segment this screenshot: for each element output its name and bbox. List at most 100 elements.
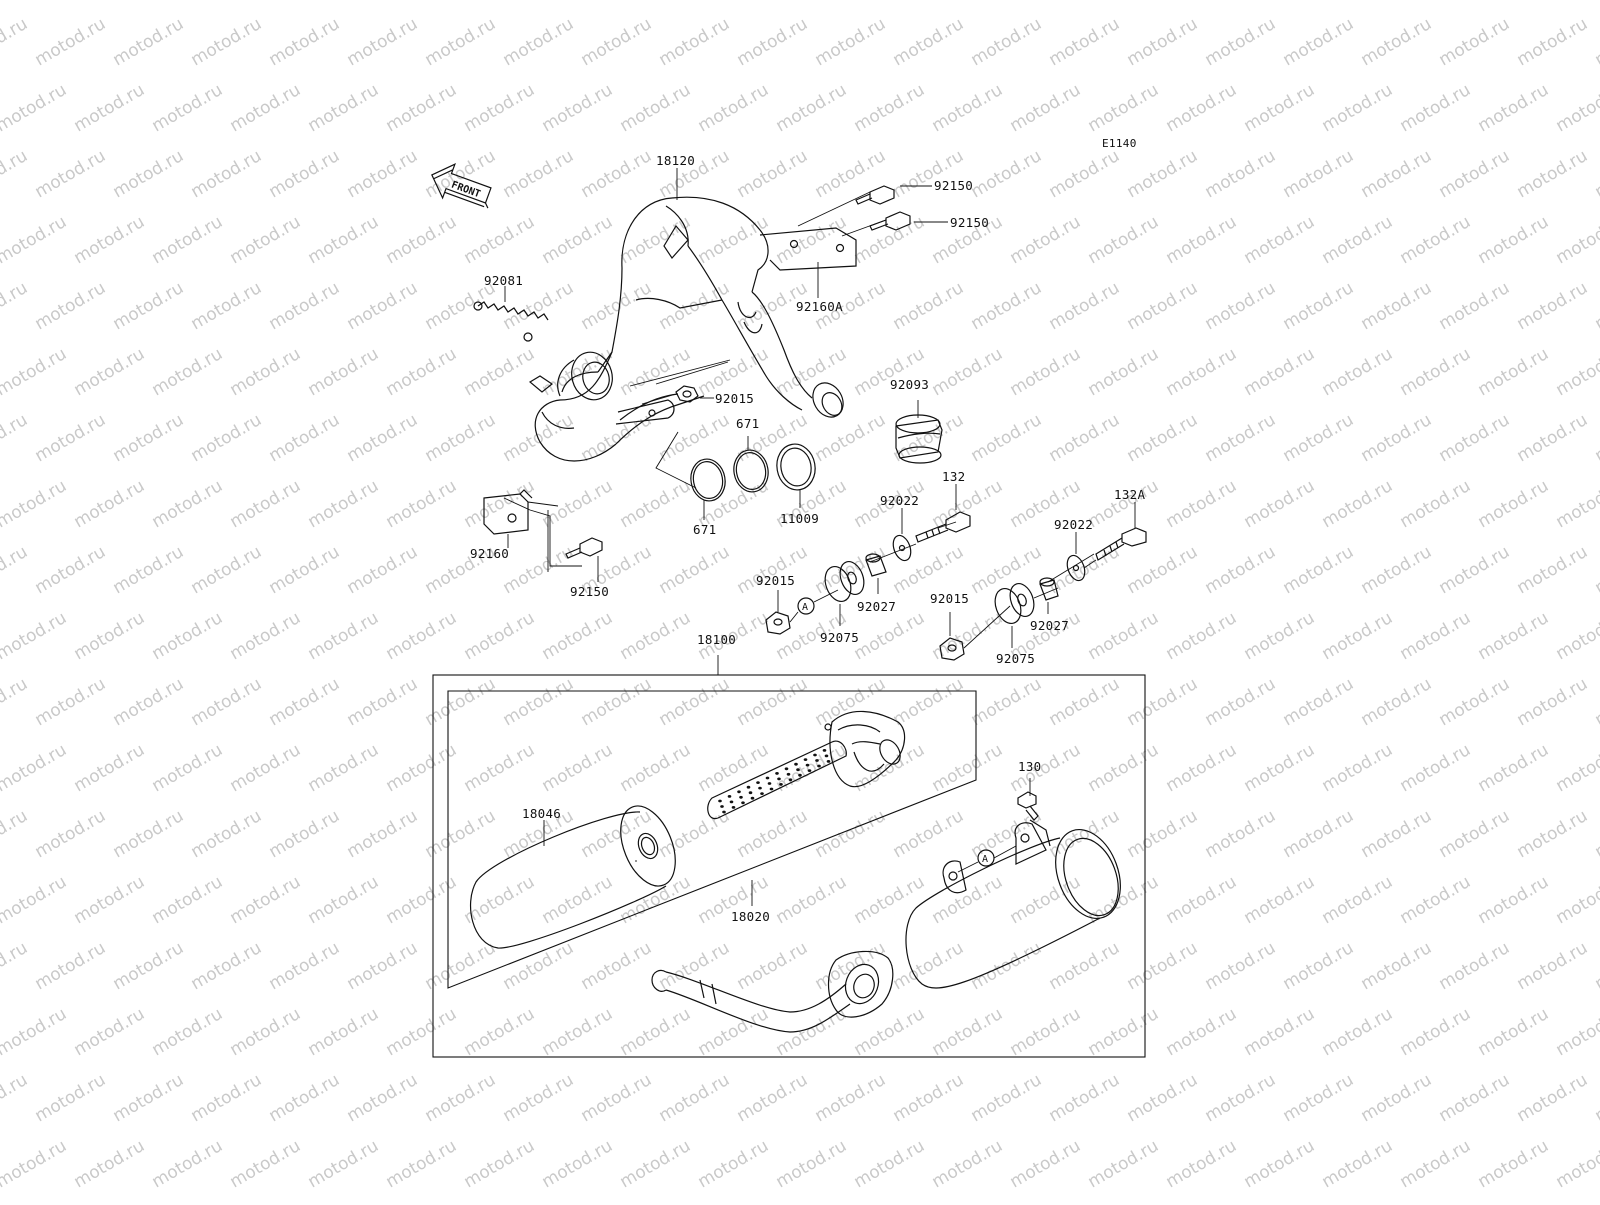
watermark-text: motod.ru xyxy=(32,14,110,70)
watermark-text: motod.ru xyxy=(305,872,383,928)
watermark-text: motod.ru xyxy=(71,740,149,796)
watermark-text: motod.ru xyxy=(1319,872,1397,928)
watermark-text: motod.ru xyxy=(266,938,344,994)
perforation-hole xyxy=(732,806,736,809)
watermark-text: motod.ru xyxy=(305,1136,383,1192)
watermark-text: motod.ru xyxy=(851,1004,929,1060)
watermark-text: motod.ru xyxy=(851,212,929,268)
watermark-text: motod.ru xyxy=(734,14,812,70)
perforation-hole xyxy=(815,759,819,762)
perforation-hole xyxy=(796,768,800,771)
watermark-text: motod.ru xyxy=(1202,1070,1280,1126)
watermark-text: motod.ru xyxy=(1319,740,1397,796)
watermark-text: motod.ru xyxy=(227,872,305,928)
watermark-text: motod.ru xyxy=(890,1070,968,1126)
watermark-text: motod.ru xyxy=(812,1070,890,1126)
packing-18046 xyxy=(471,798,686,948)
watermark-text: motod.ru xyxy=(1553,1004,1600,1060)
watermark-text: motod.ru xyxy=(1163,740,1241,796)
watermark-text: motod.ru xyxy=(1358,674,1436,730)
watermark-text: motod.ru xyxy=(1514,938,1592,994)
watermark-text: motod.ru xyxy=(71,476,149,532)
label-18046: 18046 xyxy=(522,806,561,821)
watermark-text: motod.ru xyxy=(1163,1136,1241,1192)
watermark-text: motod.ru xyxy=(0,938,31,994)
watermark-text: motod.ru xyxy=(1319,344,1397,400)
watermark-text: motod.ru xyxy=(305,344,383,400)
watermark-text: motod.ru xyxy=(1553,476,1600,532)
watermark-text: motod.ru xyxy=(1202,278,1280,334)
watermark-text: motod.ru xyxy=(1007,1004,1085,1060)
watermark-text: motod.ru xyxy=(968,146,1046,202)
watermark-text: motod.ru xyxy=(1202,674,1280,730)
perforation-hole xyxy=(730,801,734,804)
watermark-text: motod.ru xyxy=(773,0,851,4)
watermark-text: motod.ru xyxy=(1553,872,1600,928)
watermark-text: motod.ru xyxy=(812,938,890,994)
perforation-hole xyxy=(766,777,770,780)
watermark-text: motod.ru xyxy=(461,1004,539,1060)
watermark-text: motod.ru xyxy=(812,674,890,730)
watermark-text: motod.ru xyxy=(1475,0,1553,4)
watermark-text: motod.ru xyxy=(110,1070,188,1126)
watermark-text: motod.ru xyxy=(1475,1004,1553,1060)
watermark-text: motod.ru xyxy=(1241,1136,1319,1192)
watermark-text: motod.ru xyxy=(188,278,266,334)
watermark-text: motod.ru xyxy=(851,80,929,136)
watermark-text: motod.ru xyxy=(929,80,1007,136)
watermark-text: motod.ru xyxy=(695,1004,773,1060)
watermark-text: motod.ru xyxy=(1475,212,1553,268)
watermark-text: motod.ru xyxy=(1358,410,1436,466)
watermark-text: motod.ru xyxy=(1358,278,1436,334)
watermark-text: motod.ru xyxy=(773,80,851,136)
watermark-text: motod.ru xyxy=(734,542,812,598)
watermark-text: motod.ru xyxy=(0,212,70,268)
watermark-text: motod.ru xyxy=(851,608,929,664)
watermark-text: motod.ru xyxy=(188,542,266,598)
watermark-text: motod.ru xyxy=(1592,410,1600,466)
watermark-text: motod.ru xyxy=(1397,740,1475,796)
watermark-text: motod.ru xyxy=(851,872,929,928)
watermark-text: motod.ru xyxy=(734,1070,812,1126)
label-92150-lower: 92150 xyxy=(950,215,989,230)
watermark-text: motod.ru xyxy=(461,608,539,664)
watermark-text: motod.ru xyxy=(383,344,461,400)
watermark-text: motod.ru xyxy=(1085,740,1163,796)
watermark-text: motod.ru xyxy=(1553,1136,1600,1192)
watermark-text: motod.ru xyxy=(617,740,695,796)
watermark-text: motod.ru xyxy=(1592,806,1600,862)
watermark-text: motod.ru xyxy=(383,212,461,268)
watermark-text: motod.ru xyxy=(1475,1136,1553,1192)
watermark-text: motod.ru xyxy=(149,476,227,532)
perforation-hole xyxy=(808,769,812,772)
watermark-text: motod.ru xyxy=(500,542,578,598)
perforation-hole xyxy=(747,786,751,789)
watermark-text: motod.ru xyxy=(227,476,305,532)
watermark-text: motod.ru xyxy=(149,80,227,136)
watermark-text: motod.ru xyxy=(1046,146,1124,202)
watermark-text: motod.ru xyxy=(1241,1004,1319,1060)
watermark-text: motod.ru xyxy=(305,1004,383,1060)
perforation-hole xyxy=(751,797,755,800)
watermark-text: motod.ru xyxy=(1007,344,1085,400)
watermark-text: motod.ru xyxy=(1592,938,1600,994)
watermark-text: motod.ru xyxy=(1592,542,1600,598)
watermark-text: motod.ru xyxy=(344,542,422,598)
perforation-hole xyxy=(779,783,783,786)
watermark-text: motod.ru xyxy=(1397,80,1475,136)
watermark-text: motod.ru xyxy=(656,938,734,994)
watermark-text: motod.ru xyxy=(656,1070,734,1126)
watermark-text: motod.ru xyxy=(617,1136,695,1192)
watermark-text: motod.ru xyxy=(929,740,1007,796)
watermark-text: motod.ru xyxy=(1007,212,1085,268)
watermark-text: motod.ru xyxy=(656,14,734,70)
watermark-text: motod.ru xyxy=(578,1070,656,1126)
watermark-text: motod.ru xyxy=(1241,80,1319,136)
watermark-text: motod.ru xyxy=(539,0,617,4)
watermark-text: motod.ru xyxy=(734,806,812,862)
watermark-text: motod.ru xyxy=(1436,410,1514,466)
watermark-text: motod.ru xyxy=(1358,542,1436,598)
label-92022-left: 92022 xyxy=(880,493,919,508)
watermark-text: motod.ru xyxy=(968,14,1046,70)
watermark-text: motod.ru xyxy=(656,542,734,598)
